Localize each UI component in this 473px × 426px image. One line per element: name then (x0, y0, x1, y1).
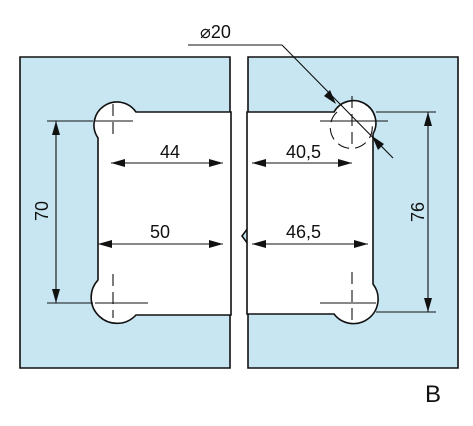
dim-left-height: 70 (32, 120, 93, 304)
left-plate (19, 56, 232, 369)
dim-label-50: 50 (150, 222, 170, 242)
dim-label-70: 70 (32, 201, 52, 221)
dim-right-mid-width: 46,5 (252, 222, 368, 248)
dim-label-44: 44 (160, 142, 180, 162)
dim-label-40-5: 40,5 (286, 142, 321, 162)
diameter-label: ⌀20 (200, 22, 231, 42)
dim-left-top-width: 44 (111, 142, 223, 167)
right-plate-cutout (246, 99, 379, 325)
dim-left-mid-width: 50 (98, 222, 223, 248)
left-plate-cutout (90, 101, 232, 325)
diameter-callout: ⌀20 (188, 22, 394, 159)
dim-right-top-width: 40,5 (252, 142, 352, 167)
dim-label-46-5: 46,5 (286, 222, 321, 242)
view-label: B (425, 381, 441, 408)
dim-right-height: 76 (376, 111, 436, 313)
dim-label-76: 76 (408, 202, 428, 222)
right-plate (241, 56, 459, 369)
